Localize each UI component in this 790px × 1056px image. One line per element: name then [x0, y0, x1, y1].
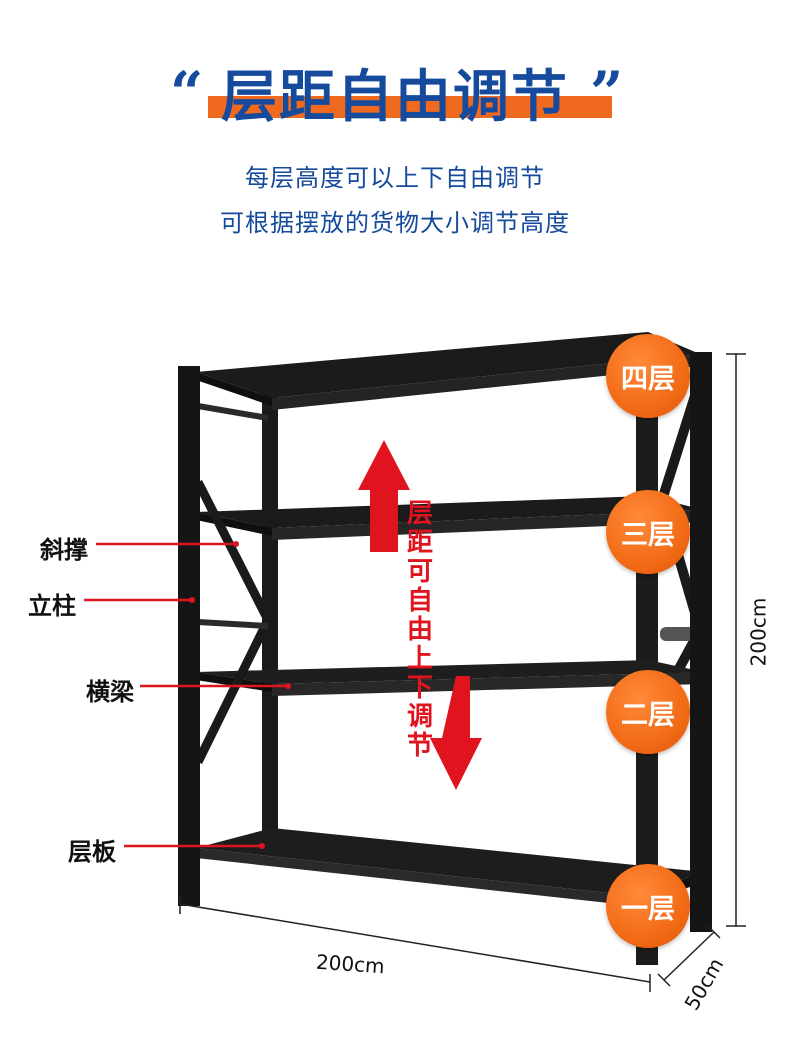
- layer-badge-2: 二层: [606, 670, 690, 754]
- layer-badge-4: 四层: [606, 334, 690, 418]
- front-left-post: [178, 366, 200, 906]
- shelf-3-deck: [196, 496, 704, 528]
- subtitle-line-2: 可根据摆放的货物大小调节高度: [220, 209, 570, 237]
- layer-badge-3: 三层: [606, 490, 690, 574]
- label-beam: 横梁: [86, 678, 134, 706]
- adjust-text: 层距可自由上下调节: [406, 499, 433, 761]
- subtitle-line-1: 每层高度可以上下自由调节: [245, 164, 545, 192]
- quote-open: “: [170, 59, 204, 127]
- label-post: 立柱: [28, 592, 76, 620]
- shelf-1-deck: [196, 828, 704, 896]
- shelf-diagram: 斜撑 立柱 横梁 层板 四层 三层 二层 一层 层距可自由上下调节 200cm …: [0, 300, 790, 1052]
- label-shelf: 层板: [68, 838, 116, 866]
- shelf-rack-illustration: [178, 332, 712, 965]
- shelf-4-deck: [196, 332, 700, 398]
- title-wrap: 层距自由调节: [0, 52, 790, 133]
- back-right-brace: [656, 378, 706, 703]
- front-right-post: [690, 352, 712, 932]
- shelf-2-deck: [196, 660, 704, 684]
- title-underline: [208, 96, 612, 118]
- layer-badge-1: 一层: [606, 864, 690, 948]
- page-title: 层距自由调节: [221, 65, 569, 130]
- label-brace: 斜撑: [40, 536, 88, 564]
- dimension-width: 200cm: [315, 949, 386, 979]
- dimension-height: 200cm: [746, 597, 771, 667]
- left-diagonal-brace: [193, 479, 274, 764]
- quote-close: ”: [590, 59, 624, 127]
- back-left-post: [262, 392, 278, 832]
